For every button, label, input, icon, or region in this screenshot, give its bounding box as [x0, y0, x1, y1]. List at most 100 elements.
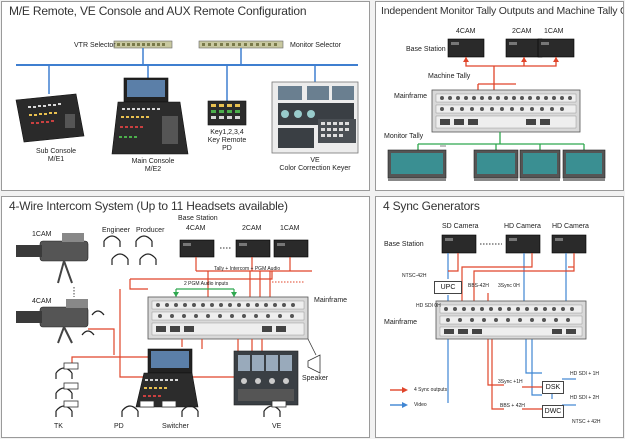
engineer-label: Engineer	[102, 227, 131, 234]
legend-sync-label: 4 Sync outputs	[414, 387, 448, 393]
tally-monitor-4	[562, 149, 606, 181]
sub-console-label: Sub Console M/E1	[24, 148, 88, 164]
sub-console-label-line1: Sub Console	[35, 148, 77, 155]
ve-label-line2: Color Correction Keyer	[279, 165, 351, 172]
hd-camera-1-label: HD Camera	[504, 223, 541, 230]
intercom-cam-2-label: 2CAM	[242, 225, 262, 232]
tally-monitor-2	[473, 149, 519, 181]
ntsc-42h-label: NTSC-42H	[402, 273, 427, 279]
intercom-switcher-device	[135, 348, 199, 408]
panel-sync: 4 Sync Generators	[375, 196, 624, 438]
pd-label: PD	[114, 423, 124, 430]
hd-sdi-0h-label: HD SDI 0H	[416, 303, 441, 309]
key-remote-device	[207, 100, 247, 126]
panel-title: M/E Remote, VE Console and AUX Remote Co…	[9, 4, 307, 18]
mainframe-unit	[431, 89, 581, 133]
intercom-cam1-label: 1CAM	[32, 231, 52, 238]
dsk-box: DSK	[542, 381, 564, 394]
panel-title: 4 Sync Generators	[383, 199, 480, 213]
main-console-label-line2: M/E2	[144, 166, 162, 173]
tally-mainframe-label: Mainframe	[394, 93, 428, 100]
key-remote-label-line1: Key1,2,3,4	[210, 129, 244, 136]
sync-drawing	[390, 234, 587, 410]
hd-camera-2-label: HD Camera	[552, 223, 589, 230]
hd-sdi-2h-label: HD SDI + 2H	[570, 395, 600, 401]
tally-intercom-line-label: Tally + Intercom + PGM Audio	[214, 266, 281, 272]
hd-sdi-1h-label: HD SDI + 1H	[570, 371, 600, 377]
tally-cam-1-label: 1CAM	[544, 28, 564, 35]
main-console-device	[111, 77, 189, 155]
intercom-base-station-label: Base Station	[178, 215, 218, 222]
intercom-mainframe-label: Mainframe	[314, 297, 348, 304]
ve-label-line1: VE	[310, 157, 320, 164]
key-remote-label-line3: PD	[222, 145, 232, 152]
monitor-selector-device	[198, 40, 284, 49]
intercom-base-2cam	[235, 239, 271, 258]
legend-sync-arrow	[390, 387, 408, 393]
base-station-1cam	[537, 38, 575, 58]
tally-drawing	[387, 38, 606, 181]
speaker-device	[307, 338, 321, 374]
intercom-cam-1-label: 1CAM	[280, 225, 300, 232]
panel-title: Independent Monitor Tally Outputs and Ma…	[381, 5, 623, 17]
legend-video-label: Video	[414, 402, 427, 408]
tally-cam-4-label: 4CAM	[456, 28, 476, 35]
main-console-label: Main Console M/E2	[118, 158, 188, 174]
tally-base-station-label: Base Station	[406, 46, 446, 53]
ve-label: VE Color Correction Keyer	[266, 157, 364, 173]
sync-mainframe-label: Mainframe	[384, 319, 418, 326]
ve-console-device	[271, 81, 359, 154]
intercom-mainframe-unit	[147, 296, 309, 340]
intercom-camera-1cam	[16, 233, 89, 284]
tally-cam-2-label: 2CAM	[512, 28, 532, 35]
intercom-camera-4cam	[16, 299, 89, 344]
vtr-selector-label: VTR Selector	[74, 42, 116, 49]
sync-base-hd-2	[551, 234, 587, 254]
sync-base-hd-1	[505, 234, 541, 254]
panel-me-remote: M/E Remote, VE Console and AUX Remote Co…	[1, 1, 370, 191]
bbs-42h-label: BBS-42H	[468, 283, 489, 289]
pgm-audio-inputs-label: 2 PGM Audio inputs	[184, 281, 229, 287]
monitor-selector-label: Monitor Selector	[290, 42, 341, 49]
panel-tally: Independent Monitor Tally Outputs and Ma…	[375, 1, 624, 191]
monitor-tally-label: Monitor Tally	[384, 133, 424, 140]
sub-console-label-line2: M/E1	[47, 156, 65, 163]
bbs-42h-b-label: BBS + 42H	[500, 403, 525, 409]
sync-mainframe-unit	[435, 300, 587, 340]
dwc-box: DWC	[542, 405, 564, 418]
vtr-selector-device	[113, 40, 173, 49]
base-station-4cam	[447, 38, 485, 58]
sd-camera-label: SD Camera	[442, 223, 479, 230]
switcher-label: Switcher	[162, 423, 189, 430]
tally-monitor-3	[519, 149, 561, 181]
sync-1h-label: 3Sync +1H	[498, 379, 523, 385]
sync-base-sd	[441, 234, 477, 254]
main-console-label-line1: Main Console	[131, 158, 175, 165]
machine-tally-label: Machine Tally	[428, 73, 471, 80]
sync-0h-label: 3Sync 0H	[498, 283, 520, 289]
panel-intercom: 4-Wire Intercom System (Up to 11 Headset…	[1, 196, 370, 438]
base-station-2cam	[505, 38, 543, 58]
ntsc-42h-b-label: NTSC + 42H	[572, 419, 601, 425]
legend-video-arrow	[390, 402, 408, 408]
intercom-cam4-label: 4CAM	[32, 298, 52, 305]
panel-title: 4-Wire Intercom System (Up to 11 Headset…	[9, 199, 288, 213]
me-remote-drawing	[15, 40, 359, 155]
sub-console-device	[15, 93, 85, 143]
intercom-drawing	[16, 233, 321, 417]
upc-box: UPC	[434, 281, 462, 294]
key-remote-label-line2: Key Remote	[207, 137, 247, 144]
tally-drops	[417, 144, 585, 150]
intercom-cam-4-label: 4CAM	[186, 225, 206, 232]
tk-label: TK	[54, 423, 63, 430]
speaker-label: Speaker	[302, 375, 329, 382]
tally-monitor-1	[387, 149, 447, 181]
sync-base-station-label: Base Station	[384, 241, 424, 248]
intercom-ve-device	[233, 350, 299, 406]
key-remote-label: Key1,2,3,4 Key Remote PD	[196, 129, 258, 153]
intercom-base-1cam	[273, 239, 309, 258]
producer-label: Producer	[136, 227, 165, 234]
intercom-ve-label: VE	[272, 423, 282, 430]
intercom-base-4cam	[179, 239, 215, 258]
